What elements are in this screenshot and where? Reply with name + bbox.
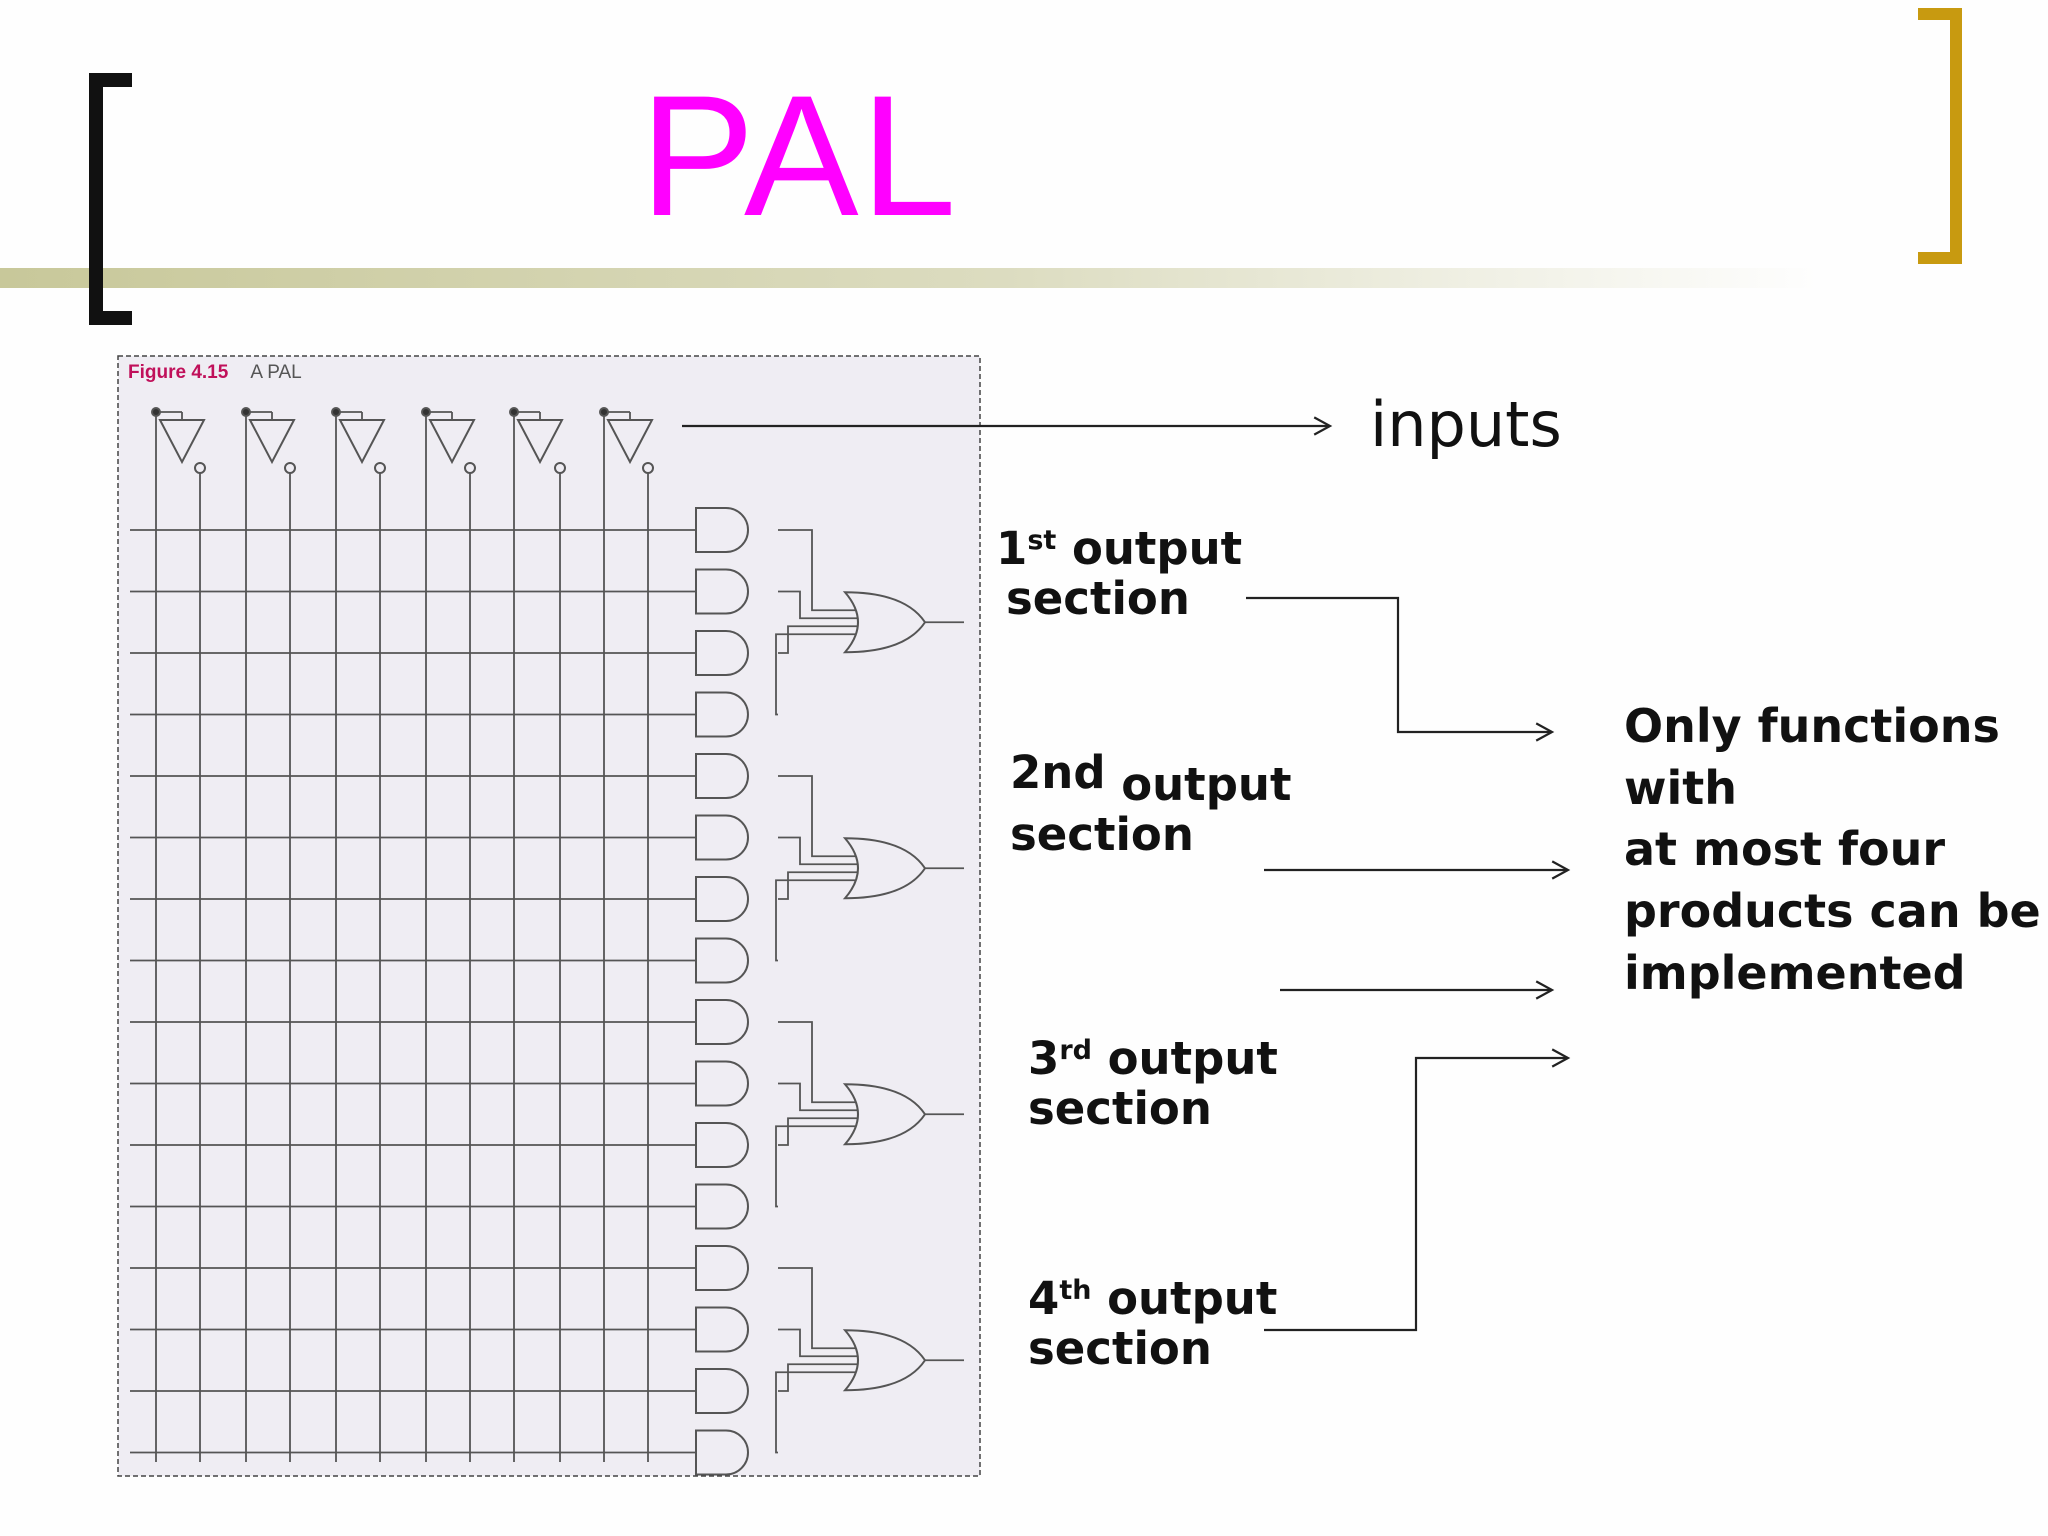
note-line: with bbox=[1624, 760, 1738, 815]
section-number: 2nd bbox=[1010, 746, 1106, 799]
section-number: 3 bbox=[1028, 1032, 1060, 1085]
arrow-head bbox=[1551, 860, 1571, 880]
section-line2: section bbox=[1006, 572, 1190, 626]
note-line: implemented bbox=[1624, 945, 1966, 1000]
input-junction bbox=[151, 407, 161, 417]
input-junction bbox=[509, 407, 519, 417]
section-word: output bbox=[1107, 1032, 1278, 1085]
slide-title: PAL bbox=[640, 60, 959, 252]
section-line2: section bbox=[1028, 1322, 1212, 1376]
input-junction bbox=[599, 407, 609, 417]
input-buffer-inverter bbox=[606, 419, 654, 465]
and-gate bbox=[695, 507, 749, 553]
inputs-label: inputs bbox=[1370, 388, 1562, 461]
note-line: products can be bbox=[1624, 883, 2041, 938]
fourth-output-section-label: 4th output section bbox=[1028, 1272, 1278, 1376]
and-to-or-wire bbox=[778, 1117, 857, 1146]
and-to-or-wire bbox=[778, 590, 857, 620]
right-bracket bbox=[1918, 8, 1962, 264]
and-gate bbox=[695, 1306, 749, 1353]
first-output-section-label: 1st output section bbox=[996, 522, 1243, 626]
and-gate bbox=[695, 937, 749, 984]
input-junction bbox=[331, 407, 341, 417]
or-gate bbox=[842, 1083, 927, 1146]
and-gate bbox=[695, 1368, 749, 1414]
limitation-note: Only functions with at most four product… bbox=[1624, 696, 2041, 1004]
left-bracket bbox=[89, 73, 132, 325]
and-to-or-wire bbox=[775, 879, 857, 962]
inverter-bubble bbox=[374, 462, 386, 474]
and-to-or-wire bbox=[778, 775, 857, 858]
inverter-bubble bbox=[464, 462, 476, 474]
or-gate bbox=[842, 837, 927, 900]
and-to-or-wire bbox=[778, 836, 857, 866]
figure-caption: Figure 4.15 A PAL bbox=[128, 362, 302, 384]
second-output-section-label: 2nd output section bbox=[1010, 747, 1292, 862]
and-gate bbox=[695, 999, 749, 1045]
figure-name: A PAL bbox=[250, 362, 302, 383]
section-number: 4 bbox=[1028, 1272, 1060, 1325]
arrow-head bbox=[1551, 1048, 1571, 1068]
inverter-bubble bbox=[284, 462, 296, 474]
arrow-head bbox=[1313, 416, 1333, 436]
section-line2: section bbox=[1010, 808, 1194, 862]
and-to-or-wire bbox=[778, 1021, 857, 1104]
and-to-or-wire bbox=[778, 625, 857, 654]
note-line: Only functions bbox=[1624, 699, 2000, 753]
and-to-or-wire bbox=[778, 1363, 857, 1392]
input-buffer-inverter bbox=[338, 419, 386, 465]
and-gate bbox=[695, 1183, 749, 1230]
and-gate bbox=[695, 876, 749, 922]
ordinal-suffix: rd bbox=[1059, 1035, 1092, 1067]
inverter-bubble bbox=[194, 462, 206, 474]
arrow-head bbox=[1535, 980, 1555, 1000]
inverter-bubble bbox=[554, 462, 566, 474]
ordinal-suffix: st bbox=[1027, 525, 1057, 557]
or-gate bbox=[842, 591, 927, 654]
fourth-section-arrow bbox=[1264, 1056, 1568, 1332]
figure-number: Figure 4.15 bbox=[128, 362, 229, 383]
section-number: 1 bbox=[996, 522, 1028, 575]
and-gate bbox=[695, 1122, 749, 1168]
third-output-section-label: 3rd output section bbox=[1028, 1032, 1278, 1136]
input-buffer-inverter bbox=[248, 419, 296, 465]
and-to-or-wire bbox=[778, 871, 857, 900]
section-word: output bbox=[1071, 522, 1243, 575]
and-gate bbox=[695, 753, 749, 799]
and-gate bbox=[695, 1429, 749, 1476]
and-to-or-wire bbox=[778, 1267, 857, 1350]
and-to-or-wire bbox=[775, 633, 857, 716]
title-underline-rule bbox=[0, 268, 1820, 288]
and-to-or-wire bbox=[775, 1371, 857, 1454]
and-to-or-wire bbox=[775, 1125, 857, 1208]
ordinal-suffix: th bbox=[1059, 1275, 1092, 1307]
input-junction bbox=[421, 407, 431, 417]
section-line2: section bbox=[1028, 1082, 1212, 1136]
input-junction bbox=[241, 407, 251, 417]
or-gate bbox=[842, 1329, 927, 1392]
section-word: output bbox=[1107, 1272, 1278, 1325]
input-buffer-inverter bbox=[428, 419, 476, 465]
and-to-or-wire bbox=[778, 1328, 857, 1358]
figure-frame bbox=[117, 355, 981, 1477]
and-to-or-wire bbox=[778, 1082, 857, 1112]
input-buffer-inverter bbox=[516, 419, 564, 465]
and-to-or-wire bbox=[778, 529, 857, 612]
inverter-bubble bbox=[642, 462, 654, 474]
and-gate bbox=[695, 691, 749, 738]
input-buffer-inverter bbox=[158, 419, 206, 465]
and-gate bbox=[695, 630, 749, 676]
note-line: at most four bbox=[1624, 822, 1946, 877]
arrow-head bbox=[1535, 722, 1555, 742]
and-gate bbox=[695, 1245, 749, 1291]
and-gate bbox=[695, 568, 749, 615]
and-gate bbox=[695, 814, 749, 861]
and-gate bbox=[695, 1060, 749, 1107]
section-word: output bbox=[1121, 758, 1292, 811]
first-section-arrow bbox=[1246, 596, 1552, 734]
